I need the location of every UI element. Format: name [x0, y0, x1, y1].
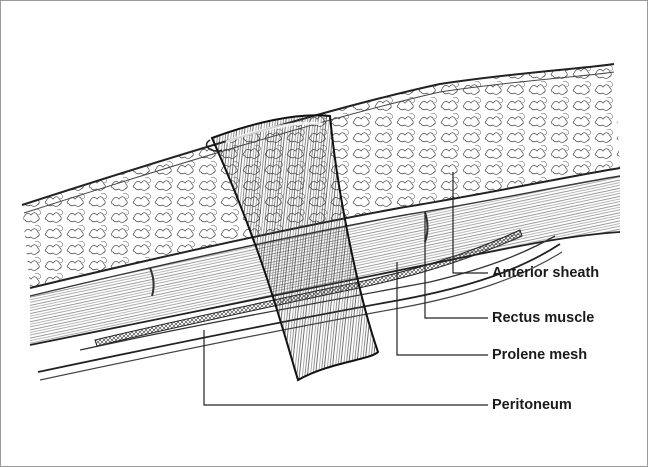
label-anterior-sheath: Anterior sheath [492, 264, 599, 282]
label-prolene-mesh: Prolene mesh [492, 346, 587, 364]
label-peritoneum: Peritoneum [492, 396, 572, 414]
label-rectus-muscle: Rectus muscle [492, 309, 594, 327]
